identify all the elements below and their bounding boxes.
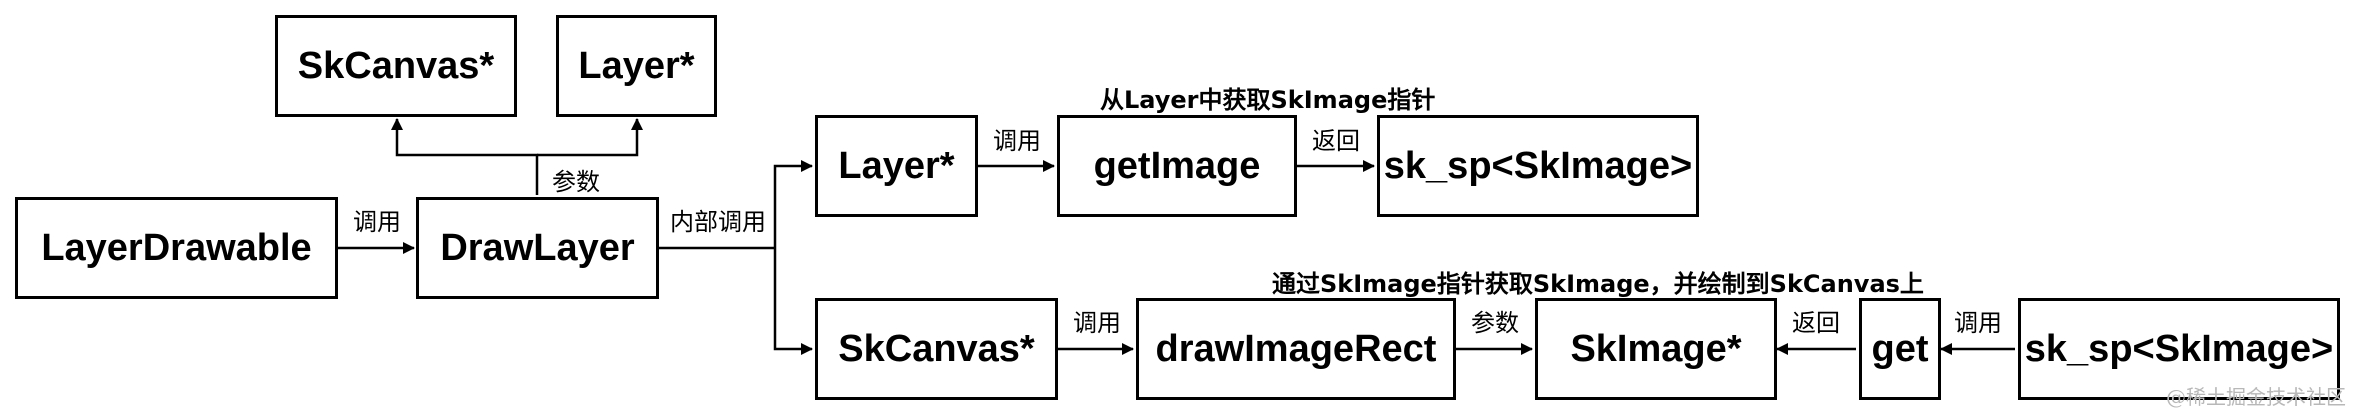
node-skimage: SkImage* <box>1535 298 1777 400</box>
node-sk-sp-bottom: sk_sp<SkImage> <box>2018 298 2340 400</box>
node-layer-drawable: LayerDrawable <box>15 197 338 299</box>
edge-label-internal-call: 内部调用 <box>668 202 768 237</box>
edge-label-call-1: 调用 <box>351 202 403 237</box>
edge-drawlayer-params-layer <box>537 118 643 157</box>
edge-label-call-2: 调用 <box>991 121 1043 156</box>
edge-internal-layer <box>773 160 813 248</box>
node-get-image: getImage <box>1057 115 1297 217</box>
edge-label-params-2: 参数 <box>1469 303 1521 338</box>
node-skcanvas-bottom: SkCanvas* <box>815 298 1058 400</box>
node-layer-mid: Layer* <box>815 115 978 217</box>
edge-label-return-1: 返回 <box>1310 121 1362 156</box>
note-top: 从Layer中获取SkImage指针 <box>1100 86 1436 114</box>
edge-label-call-4: 调用 <box>1952 303 2004 338</box>
node-skcanvas-top: SkCanvas* <box>275 15 517 117</box>
node-get: get <box>1859 298 1941 400</box>
note-bottom: 通过SkImage指针获取SkImage，并绘制到SkCanvas上 <box>1272 270 1924 298</box>
edge-label-return-2: 返回 <box>1790 303 1842 338</box>
node-draw-layer: DrawLayer <box>416 197 659 299</box>
edge-label-call-3: 调用 <box>1071 303 1123 338</box>
node-sk-sp-top: sk_sp<SkImage> <box>1377 115 1699 217</box>
node-draw-image-rect: drawImageRect <box>1136 298 1456 400</box>
node-layer-top: Layer* <box>556 15 717 117</box>
edge-label-params-1: 参数 <box>550 162 602 197</box>
watermark: @稀土掘金技术社区 <box>2166 385 2346 409</box>
edge-internal-skcanvas <box>773 248 813 355</box>
edge-drawlayer-params <box>391 118 539 195</box>
